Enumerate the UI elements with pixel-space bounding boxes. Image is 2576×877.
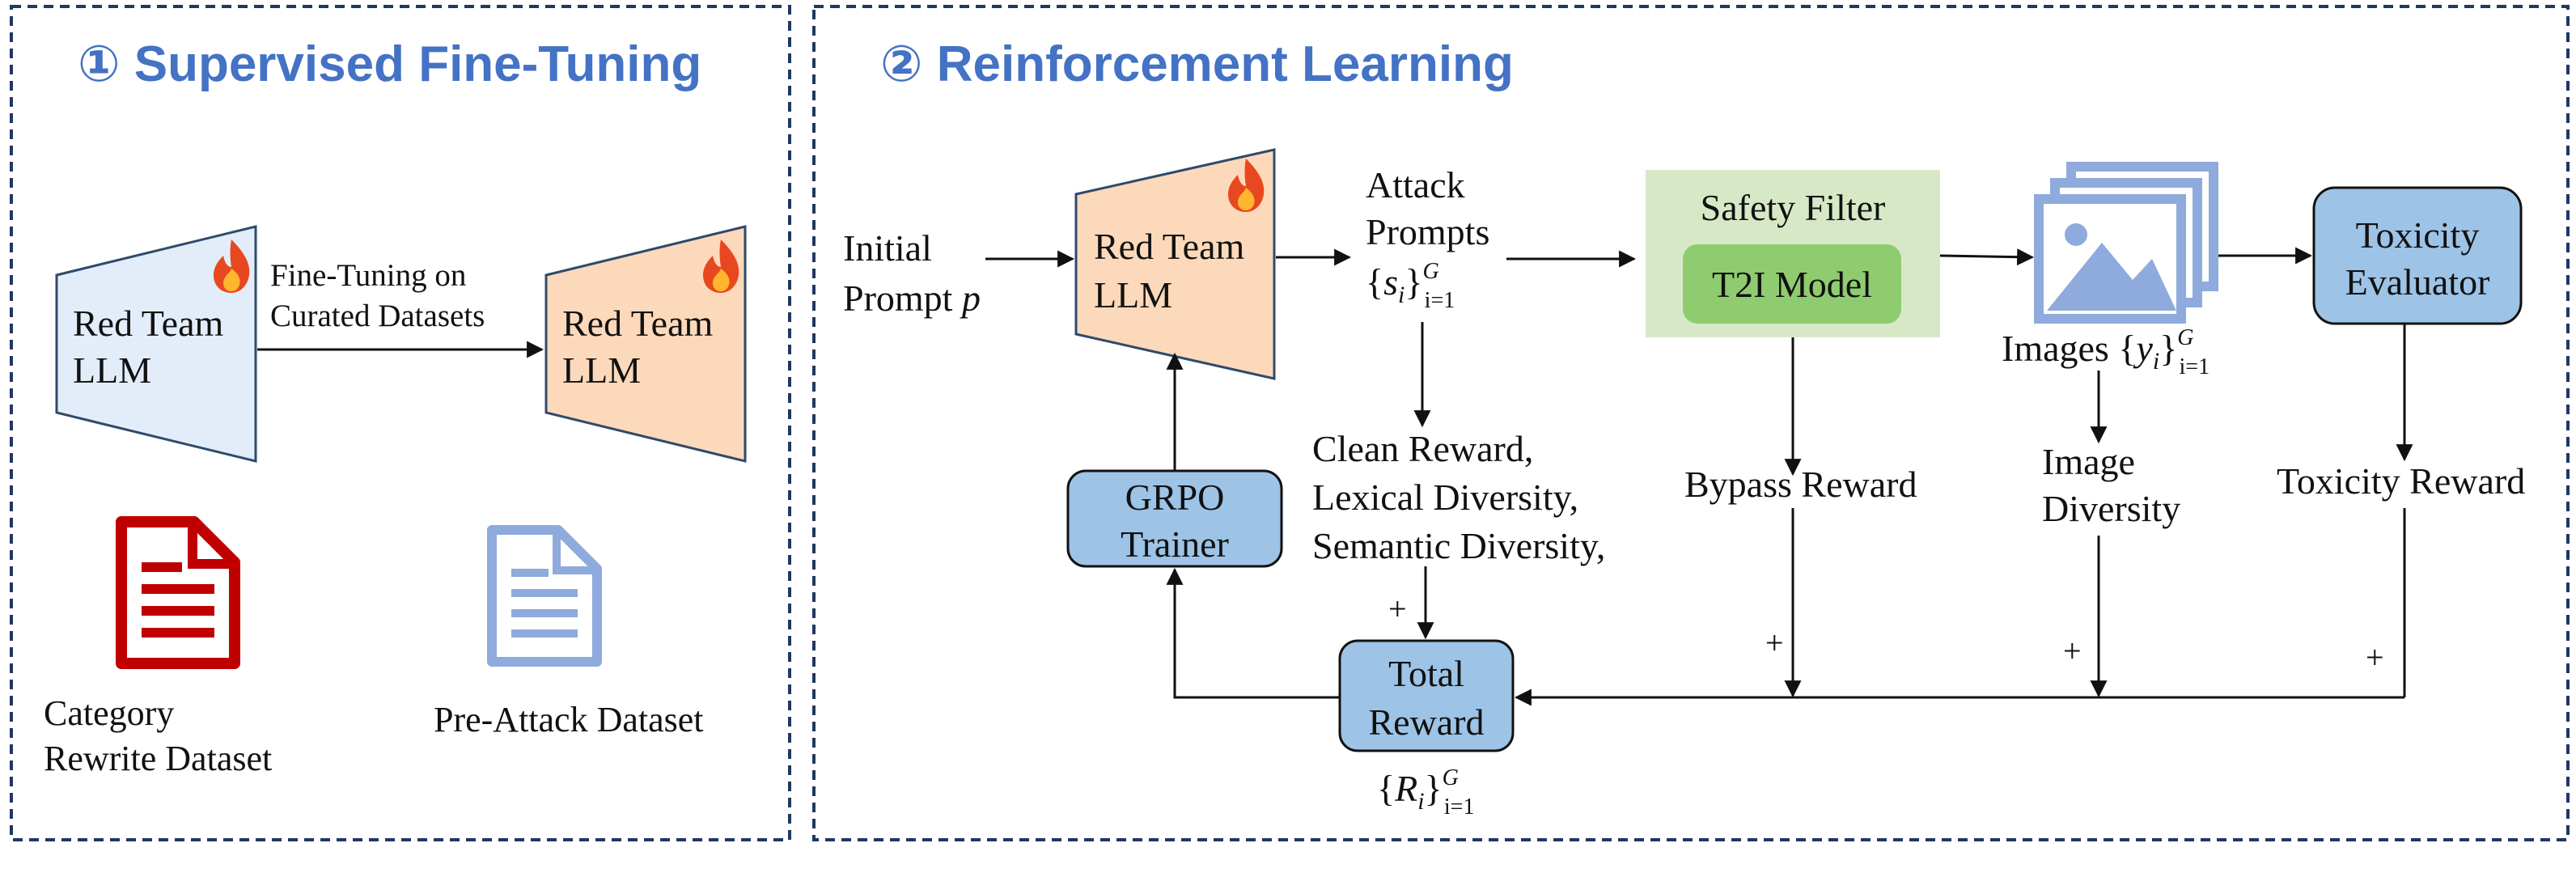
safety-filter-label: Safety Filter: [1701, 187, 1886, 228]
pre-attack-document-icon: [487, 525, 602, 667]
panel-rl-border: [812, 5, 2570, 841]
total-reward-line2: Reward: [1368, 701, 1484, 743]
t2i-model-box: [1683, 244, 1901, 324]
clean-reward-line1: Clean Reward,: [1312, 428, 1533, 469]
total-reward-line1: Total: [1388, 653, 1464, 694]
image-diversity-line1: Image: [2042, 441, 2135, 482]
image-diversity-line2: Diversity: [2042, 488, 2180, 529]
initial-prompt-line1: Initial: [843, 227, 932, 269]
bypass-reward-label: Bypass Reward: [1684, 464, 1917, 505]
panel-sft-title: ① Supervised Fine-Tuning: [78, 36, 701, 92]
category-rewrite-document-icon: [116, 516, 240, 669]
fine-tune-label-line1: Fine-Tuning on: [270, 258, 466, 293]
panel-rl-title: ② Reinforcement Learning: [880, 36, 1514, 92]
panel-sft-border: [10, 5, 791, 841]
toxicity-reward-label: Toxicity Reward: [2277, 460, 2525, 502]
toxicity-evaluator-line1: Toxicity: [2356, 214, 2480, 256]
plus-sign-toxicity: +: [2366, 639, 2384, 676]
fine-tune-label-line2: Curated Datasets: [270, 299, 485, 333]
initial-prompt-line2: Prompt p: [843, 278, 981, 319]
category-dataset-label-line2: Rewrite Dataset: [44, 739, 272, 778]
rl-llm-label-line2: LLM: [1094, 274, 1172, 316]
tuned-red-team-llm: [544, 225, 747, 463]
pre-attack-dataset-label: Pre-Attack Dataset: [434, 700, 704, 739]
plus-sign-clean: +: [1388, 591, 1407, 627]
arrow-total-to-grpo: [1166, 567, 1340, 699]
base-llm-label-line2: LLM: [73, 350, 151, 391]
fire-icon: [703, 239, 739, 293]
tuned-llm-label-line1: Red Team: [562, 303, 713, 344]
grpo-trainer-line1: GRPO: [1125, 477, 1225, 518]
toxicity-evaluator-line2: Evaluator: [2345, 261, 2490, 303]
toxicity-evaluator-box: [2312, 186, 2523, 325]
base-llm-label-line1: Red Team: [73, 303, 223, 344]
rl-red-team-llm: [1074, 148, 1276, 380]
attack-prompts-line1: Attack: [1366, 164, 1465, 205]
plus-sign-diversity: +: [2063, 633, 2082, 669]
t2i-model-label: T2I Model: [1712, 264, 1872, 305]
category-dataset-label-line1: Category: [44, 693, 174, 733]
attack-prompts-line2: Prompts: [1366, 211, 1489, 252]
fire-icon: [1228, 159, 1265, 212]
grpo-trainer-line2: Trainer: [1121, 523, 1229, 565]
base-red-team-llm: [55, 225, 257, 463]
images-stack-icon: [2034, 162, 2218, 324]
tuned-llm-label-line2: LLM: [562, 350, 641, 391]
plus-sign-bypass: +: [1765, 625, 1784, 661]
total-reward-box: [1338, 639, 1515, 752]
rl-llm-label-line1: Red Team: [1094, 226, 1244, 267]
arrow-filter-to-images: [1939, 248, 2035, 266]
fire-icon: [214, 239, 250, 293]
clean-reward-line2: Lexical Diversity,: [1312, 477, 1578, 518]
clean-reward-line3: Semantic Diversity,: [1312, 525, 1605, 566]
